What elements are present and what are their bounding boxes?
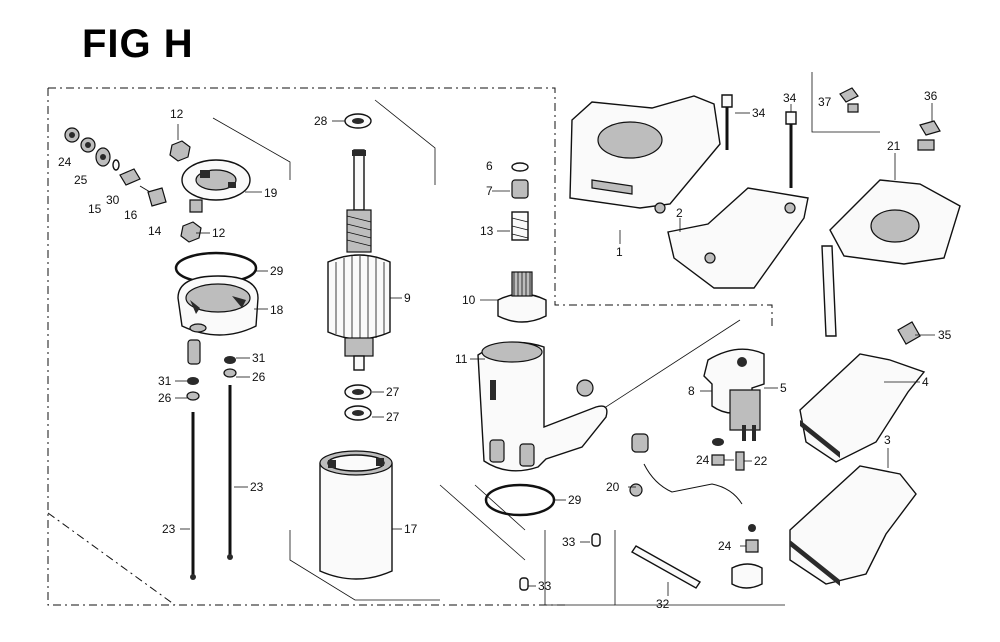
label-19: 19 — [264, 186, 278, 200]
label-34b: 34 — [783, 91, 797, 105]
label-36: 36 — [924, 89, 938, 103]
label-37: 37 — [818, 95, 832, 109]
label-6: 6 — [486, 159, 493, 173]
brackets-group — [569, 87, 961, 586]
label-24c: 24 — [718, 539, 732, 553]
label-9: 9 — [404, 291, 411, 305]
label-22: 22 — [754, 454, 768, 468]
label-27: 27 — [386, 385, 400, 399]
pinion-group — [477, 162, 608, 591]
label-32: 32 — [656, 597, 670, 611]
armature-group — [289, 99, 440, 601]
label-26: 26 — [252, 370, 266, 384]
label-12: 12 — [170, 107, 184, 121]
label-29b: 29 — [568, 493, 582, 507]
label-7: 7 — [486, 184, 493, 198]
label-17: 17 — [404, 522, 418, 536]
label-29: 29 — [270, 264, 284, 278]
end-cover-group — [64, 117, 291, 580]
label-4: 4 — [922, 375, 929, 389]
label-2: 2 — [676, 206, 683, 220]
label-27b: 27 — [386, 410, 400, 424]
label-24b: 24 — [696, 453, 710, 467]
solenoid-group — [629, 348, 765, 589]
label-5: 5 — [780, 381, 787, 395]
label-15: 15 — [88, 202, 102, 216]
label-33b: 33 — [538, 579, 552, 593]
label-28: 28 — [314, 114, 328, 128]
label-33: 33 — [562, 535, 576, 549]
label-20: 20 — [606, 480, 620, 494]
label-14: 14 — [148, 224, 162, 238]
label-1: 1 — [616, 245, 623, 259]
label-35: 35 — [938, 328, 952, 342]
label-23: 23 — [250, 480, 264, 494]
label-12b: 12 — [212, 226, 226, 240]
label-24: 24 — [58, 155, 72, 169]
label-34: 34 — [752, 106, 766, 120]
label-8: 8 — [688, 384, 695, 398]
label-11: 11 — [455, 352, 468, 366]
label-25: 25 — [74, 173, 88, 187]
label-13: 13 — [480, 224, 494, 238]
leader-lines — [175, 103, 935, 596]
label-23b: 23 — [162, 522, 176, 536]
label-31b: 31 — [158, 374, 172, 388]
label-21: 21 — [887, 139, 901, 153]
label-30: 30 — [106, 193, 120, 207]
figure-title: FIG H — [82, 22, 194, 66]
label-3: 3 — [884, 433, 891, 447]
part-labels: 12 24 25 15 30 16 14 19 12 29 18 31 26 3… — [58, 89, 952, 611]
label-10: 10 — [462, 293, 476, 307]
label-31: 31 — [252, 351, 266, 365]
label-16: 16 — [124, 208, 138, 222]
label-26b: 26 — [158, 391, 172, 405]
label-18: 18 — [270, 303, 284, 317]
